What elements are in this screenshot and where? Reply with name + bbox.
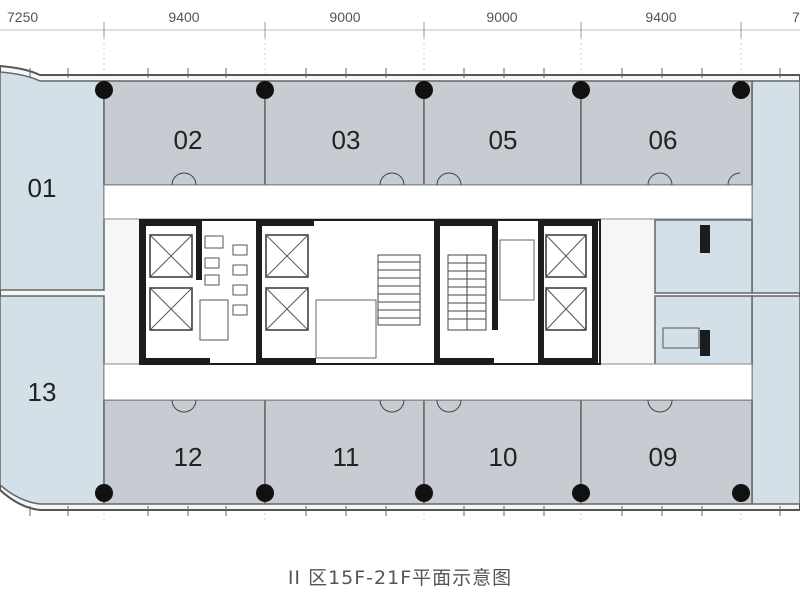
dimension-label-left: 7250 <box>7 9 38 25</box>
dimension-label-1: 9400 <box>168 9 199 25</box>
room-right-top-area <box>751 80 800 294</box>
room-09-area <box>580 399 753 505</box>
right-wall-top <box>700 225 710 253</box>
building-core <box>139 219 601 365</box>
room-11-area <box>264 399 425 505</box>
corridor-top <box>103 184 753 220</box>
room-label-03: 03 <box>332 125 361 155</box>
room-label-02: 02 <box>174 125 203 155</box>
room-label-10: 10 <box>489 442 518 472</box>
dimension-ticks <box>103 22 742 38</box>
mullions <box>29 68 781 516</box>
room-label-12: 12 <box>174 442 203 472</box>
plan-caption: II 区15F-21F平面示意图 <box>287 567 513 589</box>
dimension-label-right: 7 <box>792 9 800 25</box>
room-label-13: 13 <box>28 377 57 407</box>
room-label-05: 05 <box>489 125 518 155</box>
room-10-area <box>423 399 582 505</box>
right-wall-bottom <box>700 330 710 356</box>
dimension-label-4: 9400 <box>645 9 676 25</box>
room-label-06: 06 <box>649 125 678 155</box>
room-label-09: 09 <box>649 442 678 472</box>
structural-columns <box>95 81 750 502</box>
room-13-area <box>0 295 105 505</box>
dimension-label-3: 9000 <box>486 9 517 25</box>
dimension-label-2: 9000 <box>329 9 360 25</box>
room-01-area <box>0 71 105 291</box>
room-right-bottom-area <box>751 295 800 505</box>
doors-top <box>171 172 741 186</box>
room-label-01: 01 <box>28 173 57 203</box>
room-label-11: 11 <box>333 442 360 472</box>
room-05-area <box>423 80 582 186</box>
corridor-bottom <box>103 363 753 401</box>
doors-bottom <box>171 399 673 413</box>
right-fixture <box>662 327 700 349</box>
room-06-area <box>580 80 753 186</box>
